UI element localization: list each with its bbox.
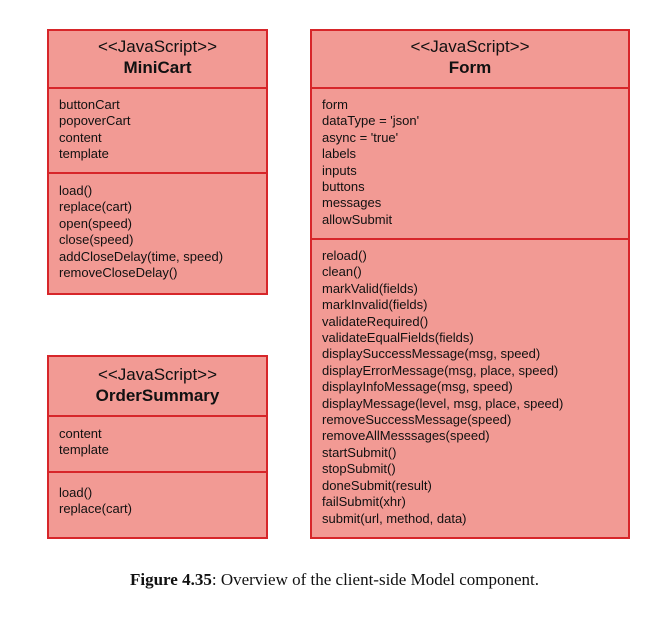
method: displaySuccessMessage(msg, speed) xyxy=(322,346,541,362)
ordersummary-class: <<JavaScript>> OrderSummary content temp… xyxy=(47,355,268,539)
attribute: buttons xyxy=(322,179,365,195)
attribute: labels xyxy=(322,146,356,162)
figure-caption: Figure 4.35: Overview of the client-side… xyxy=(0,570,669,590)
method: load() xyxy=(59,183,93,198)
method: removeSuccessMessage(speed) xyxy=(322,412,512,428)
method: addCloseDelay(time, speed) xyxy=(59,248,224,264)
attribute: buttonCart xyxy=(59,97,120,112)
attribute: form xyxy=(322,97,348,112)
attribute: dataType = 'json' xyxy=(322,113,420,129)
ordersummary-methods: load() replace(cart) xyxy=(49,473,266,524)
figure-caption-text: : Overview of the client-side Model comp… xyxy=(211,570,540,589)
method: markInvalid(fields) xyxy=(322,297,428,313)
minicart-header: <<JavaScript>> MiniCart xyxy=(49,31,266,89)
method: replace(cart) xyxy=(59,199,132,215)
figure-label: Figure 4.35 xyxy=(129,570,212,589)
ordersummary-attributes: content template xyxy=(49,417,266,473)
method: removeCloseDelay() xyxy=(59,265,178,281)
form-attributes: form dataType = 'json' async = 'true' la… xyxy=(312,89,628,240)
method: replace(cart) xyxy=(59,501,132,517)
method: validateEqualFields(fields) xyxy=(322,330,474,346)
method: doneSubmit(result) xyxy=(322,477,432,493)
attribute: popoverCart xyxy=(59,113,131,129)
minicart-methods: load() replace(cart) open(speed) close(s… xyxy=(49,174,266,287)
method: removeAllMesssages(speed) xyxy=(322,428,490,444)
form-header: <<JavaScript>> Form xyxy=(312,31,628,89)
method: displayInfoMessage(msg, speed) xyxy=(322,379,513,395)
ordersummary-header: <<JavaScript>> OrderSummary xyxy=(49,357,266,417)
method: markValid(fields) xyxy=(322,280,418,296)
method: displayMessage(level, msg, place, speed) xyxy=(322,395,564,411)
minicart-attributes: buttonCart popoverCart content template xyxy=(49,89,266,174)
form-methods: reload() clean() markValid(fields) markI… xyxy=(312,240,628,533)
method: open(speed) xyxy=(59,215,132,231)
method: reload() xyxy=(322,248,367,263)
minicart-stereotype: <<JavaScript>> xyxy=(97,37,218,56)
method: startSubmit() xyxy=(322,444,397,460)
ordersummary-stereotype: <<JavaScript>> xyxy=(97,365,218,384)
method: load() xyxy=(59,485,93,500)
method: displayErrorMessage(msg, place, speed) xyxy=(322,362,559,378)
form-class: <<JavaScript>> Form form dataType = 'jso… xyxy=(310,29,630,539)
ordersummary-name: OrderSummary xyxy=(95,386,220,405)
method: submit(url, method, data) xyxy=(322,510,467,526)
attribute: allowSubmit xyxy=(322,211,393,227)
minicart-class: <<JavaScript>> MiniCart buttonCart popov… xyxy=(47,29,268,295)
attribute: messages xyxy=(322,195,382,211)
minicart-name: MiniCart xyxy=(123,58,192,77)
form-stereotype: <<JavaScript>> xyxy=(410,37,530,56)
attribute: template xyxy=(59,442,109,458)
attribute: content xyxy=(59,426,102,441)
attribute: template xyxy=(59,146,109,162)
attribute: async = 'true' xyxy=(322,129,399,145)
method: clean() xyxy=(322,264,362,280)
form-name: Form xyxy=(448,58,492,77)
method: failSubmit(xhr) xyxy=(322,494,406,510)
method: validateRequired() xyxy=(322,313,429,329)
attribute: content xyxy=(59,129,102,145)
method: close(speed) xyxy=(59,232,134,248)
method: stopSubmit() xyxy=(322,461,396,477)
attribute: inputs xyxy=(322,162,357,178)
